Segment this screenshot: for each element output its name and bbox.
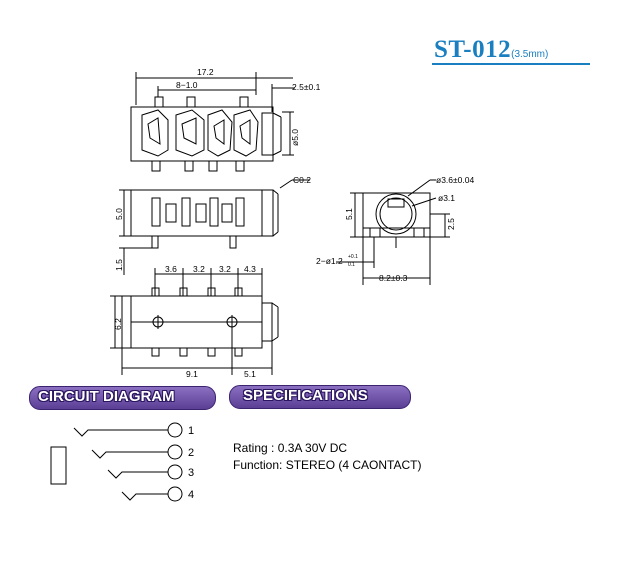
dim-overall-length: 17.2 xyxy=(197,67,214,77)
dim-bottom-width: 6.2 xyxy=(113,318,123,330)
pin-label-1: 1 xyxy=(188,425,194,437)
model-size: (3.5mm) xyxy=(511,49,549,60)
dim-bore-diameter: ø5.0 xyxy=(290,129,300,146)
dim-pitch-3: 3.2 xyxy=(219,264,231,274)
dim-pitch-1: 3.6 xyxy=(165,264,177,274)
dim-pitch-2: 3.2 xyxy=(193,264,205,274)
specifications-title: SPECIFICATIONS xyxy=(243,387,368,404)
terminal-4 xyxy=(167,486,183,502)
pin-label-4: 4 xyxy=(188,489,194,501)
dim-post-tol-lower: 0.1 xyxy=(348,262,355,268)
dim-post-diameter: 2−ø1.2 xyxy=(316,256,343,266)
dim-post-tol-upper: +0.1 xyxy=(348,254,358,260)
pin-label-3: 3 xyxy=(188,467,194,479)
dim-center-height: 2.5 xyxy=(446,218,456,230)
spec-function: Function: STEREO (4 CAONTACT) xyxy=(233,458,422,472)
model-number: ST-012 xyxy=(434,36,512,63)
circuit-diagram-banner xyxy=(29,386,216,410)
terminal-1 xyxy=(167,422,183,438)
bottom-pin xyxy=(235,160,245,172)
plug-symbol xyxy=(50,446,67,485)
specifications-banner xyxy=(229,385,411,409)
dim-front-offset: 5.1 xyxy=(244,369,256,379)
jack-outer-circle xyxy=(375,193,417,235)
terminal-3 xyxy=(167,464,183,480)
dim-right-offset: 2.5±0.1 xyxy=(292,82,321,92)
spec-rating: Rating : 0.3A 30V DC xyxy=(233,441,348,455)
bottom-pin xyxy=(208,160,218,172)
top-pin xyxy=(186,96,196,108)
side-view xyxy=(119,179,310,275)
dim-inner-diameter: ø3.1 xyxy=(438,193,455,203)
terminal-2 xyxy=(167,444,183,460)
title-underline xyxy=(432,63,590,65)
bottom-view xyxy=(110,268,279,375)
part-title: ST-012(3.5mm) xyxy=(434,36,594,66)
top-view xyxy=(130,72,295,172)
pin-label-2: 2 xyxy=(188,447,194,459)
dim-end-height: 5.1 xyxy=(344,208,354,220)
dim-side-height: 5.0 xyxy=(114,208,124,220)
top-pin xyxy=(154,96,164,108)
bottom-pin xyxy=(184,160,194,172)
bottom-pin xyxy=(151,160,161,172)
dim-pitch-4: 4.3 xyxy=(244,264,256,274)
end-view xyxy=(336,179,450,285)
dim-end-width: 8.2±0.3 xyxy=(379,273,408,283)
circuit-diagram xyxy=(50,422,183,502)
side-body xyxy=(130,189,274,237)
dim-outer-diameter: ø3.6±0.04 xyxy=(436,175,474,185)
dim-post-span: 9.1 xyxy=(186,369,198,379)
top-pin xyxy=(239,96,249,108)
dim-pin-pitch: 8−1.0 xyxy=(176,80,198,90)
dim-chamfer: C0.2 xyxy=(293,175,311,185)
circuit-diagram-title: CIRCUIT DIAGRAM xyxy=(38,388,175,405)
dim-pin-length: 1.5 xyxy=(114,259,124,271)
jack-inner-circle xyxy=(379,197,413,231)
